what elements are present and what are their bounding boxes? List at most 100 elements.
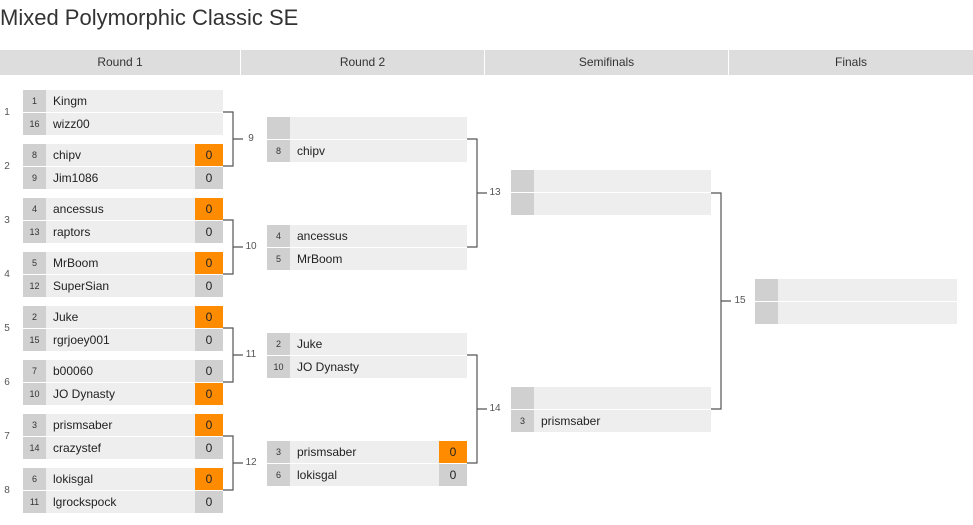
player-slot[interactable]: 6 lokisgal 0 [23, 468, 223, 490]
score-badge: 0 [439, 441, 467, 463]
seed-badge: 3 [511, 410, 534, 432]
seed-badge: 13 [23, 221, 46, 243]
match-number: 15 [734, 295, 746, 306]
player-slot[interactable]: 5 MrBoom 0 [23, 252, 223, 274]
score-badge: 0 [195, 275, 223, 297]
player-name: ancessus [297, 229, 348, 243]
player-name: raptors [53, 225, 91, 239]
score-badge: 0 [195, 198, 223, 220]
player-slot[interactable] [267, 117, 467, 139]
match-number: 12 [245, 457, 257, 468]
score-badge: 0 [195, 221, 223, 243]
player-slot[interactable]: 8 chipv [267, 140, 467, 162]
player-slot[interactable]: 4 ancessus [267, 225, 467, 247]
player-slot[interactable] [755, 302, 957, 324]
player-name: Kingm [53, 94, 88, 108]
player-name: lgrockspock [53, 495, 117, 509]
player-name: prismsaber [297, 445, 357, 459]
score-badge: 0 [195, 252, 223, 274]
seed-badge: 4 [267, 225, 290, 247]
match-number: 14 [489, 403, 501, 414]
score-badge: 0 [439, 464, 467, 486]
seed-badge: 11 [23, 491, 46, 513]
page-title: Mixed Polymorphic Classic SE [0, 5, 299, 30]
seed-badge: 10 [267, 356, 290, 378]
player-slot[interactable]: 10 JO Dynasty 0 [23, 383, 223, 405]
score-badge: 0 [195, 383, 223, 405]
score-badge: 0 [195, 414, 223, 436]
player-slot[interactable]: 9 Jim1086 0 [23, 167, 223, 189]
seed-badge: 1 [23, 90, 46, 112]
match-number: 9 [248, 133, 254, 144]
player-slot[interactable]: 8 chipv 0 [23, 144, 223, 166]
player-slot[interactable] [511, 170, 711, 192]
player-name: ancessus [53, 202, 104, 216]
seed-badge: 2 [23, 306, 46, 328]
round-header-1: Round 1 [0, 50, 240, 75]
player-name: b00060 [53, 364, 94, 378]
match-number: 11 [245, 349, 257, 360]
player-slot[interactable]: 12 SuperSian 0 [23, 275, 223, 297]
score-badge: 0 [195, 329, 223, 351]
player-slot[interactable]: 16 wizz00 [23, 113, 223, 135]
player-slot[interactable]: 6 lokisgal 0 [267, 464, 467, 486]
player-slot[interactable]: 2 Juke 0 [23, 306, 223, 328]
player-name: chipv [53, 148, 82, 162]
player-slot[interactable]: 1 Kingm [23, 90, 223, 112]
player-slot[interactable]: 4 ancessus 0 [23, 198, 223, 220]
score-badge: 0 [195, 306, 223, 328]
seed-badge: 8 [23, 144, 46, 166]
score-badge: 0 [195, 468, 223, 490]
player-slot[interactable]: 13 raptors 0 [23, 221, 223, 243]
score-badge: 0 [195, 167, 223, 189]
player-name: lokisgal [53, 472, 94, 486]
player-slot[interactable]: 10 JO Dynasty [267, 356, 467, 378]
seed-badge: 7 [23, 360, 46, 382]
match-number: 7 [4, 431, 10, 442]
player-name: MrBoom [297, 252, 343, 266]
player-slot[interactable]: 3 prismsaber [511, 410, 711, 432]
match-number: 4 [4, 269, 10, 280]
seed-badge [755, 302, 778, 324]
match-number: 5 [4, 323, 10, 334]
seed-badge: 14 [23, 437, 46, 459]
seed-badge [511, 193, 534, 215]
player-name: JO Dynasty [53, 387, 116, 401]
player-slot[interactable]: 2 Juke [267, 333, 467, 355]
score-badge: 0 [195, 437, 223, 459]
round-header-2: Round 2 [241, 50, 484, 75]
seed-badge [511, 170, 534, 192]
player-name: chipv [297, 144, 326, 158]
seed-badge [511, 387, 534, 409]
seed-badge [755, 279, 778, 301]
player-slot[interactable]: 3 prismsaber 0 [23, 414, 223, 436]
round-header-4: Finals [729, 50, 973, 75]
player-slot[interactable]: 5 MrBoom [267, 248, 467, 270]
seed-badge: 6 [267, 464, 290, 486]
round-header-3: Semifinals [485, 50, 728, 75]
player-slot[interactable]: 15 rgrjoey001 0 [23, 329, 223, 351]
match-number: 8 [4, 485, 10, 496]
player-name: lokisgal [297, 468, 338, 482]
player-slot[interactable]: 3 prismsaber 0 [267, 441, 467, 463]
score-badge: 0 [195, 491, 223, 513]
seed-badge: 3 [267, 441, 290, 463]
seed-badge: 4 [23, 198, 46, 220]
player-slot[interactable] [511, 387, 711, 409]
player-name: wizz00 [53, 117, 90, 131]
seed-badge: 12 [23, 275, 46, 297]
player-name: prismsaber [53, 418, 113, 432]
player-slot[interactable]: 7 b00060 0 [23, 360, 223, 382]
seed-badge: 5 [23, 252, 46, 274]
player-slot[interactable] [755, 279, 957, 301]
seed-badge: 3 [23, 414, 46, 436]
player-name: rgrjoey001 [53, 333, 110, 347]
match-number: 6 [4, 377, 10, 388]
seed-badge: 2 [267, 333, 290, 355]
player-slot[interactable]: 14 crazystef 0 [23, 437, 223, 459]
player-name: MrBoom [53, 256, 99, 270]
seed-badge: 5 [267, 248, 290, 270]
player-slot[interactable]: 11 lgrockspock 0 [23, 491, 223, 513]
match-number: 3 [4, 215, 10, 226]
player-slot[interactable] [511, 193, 711, 215]
